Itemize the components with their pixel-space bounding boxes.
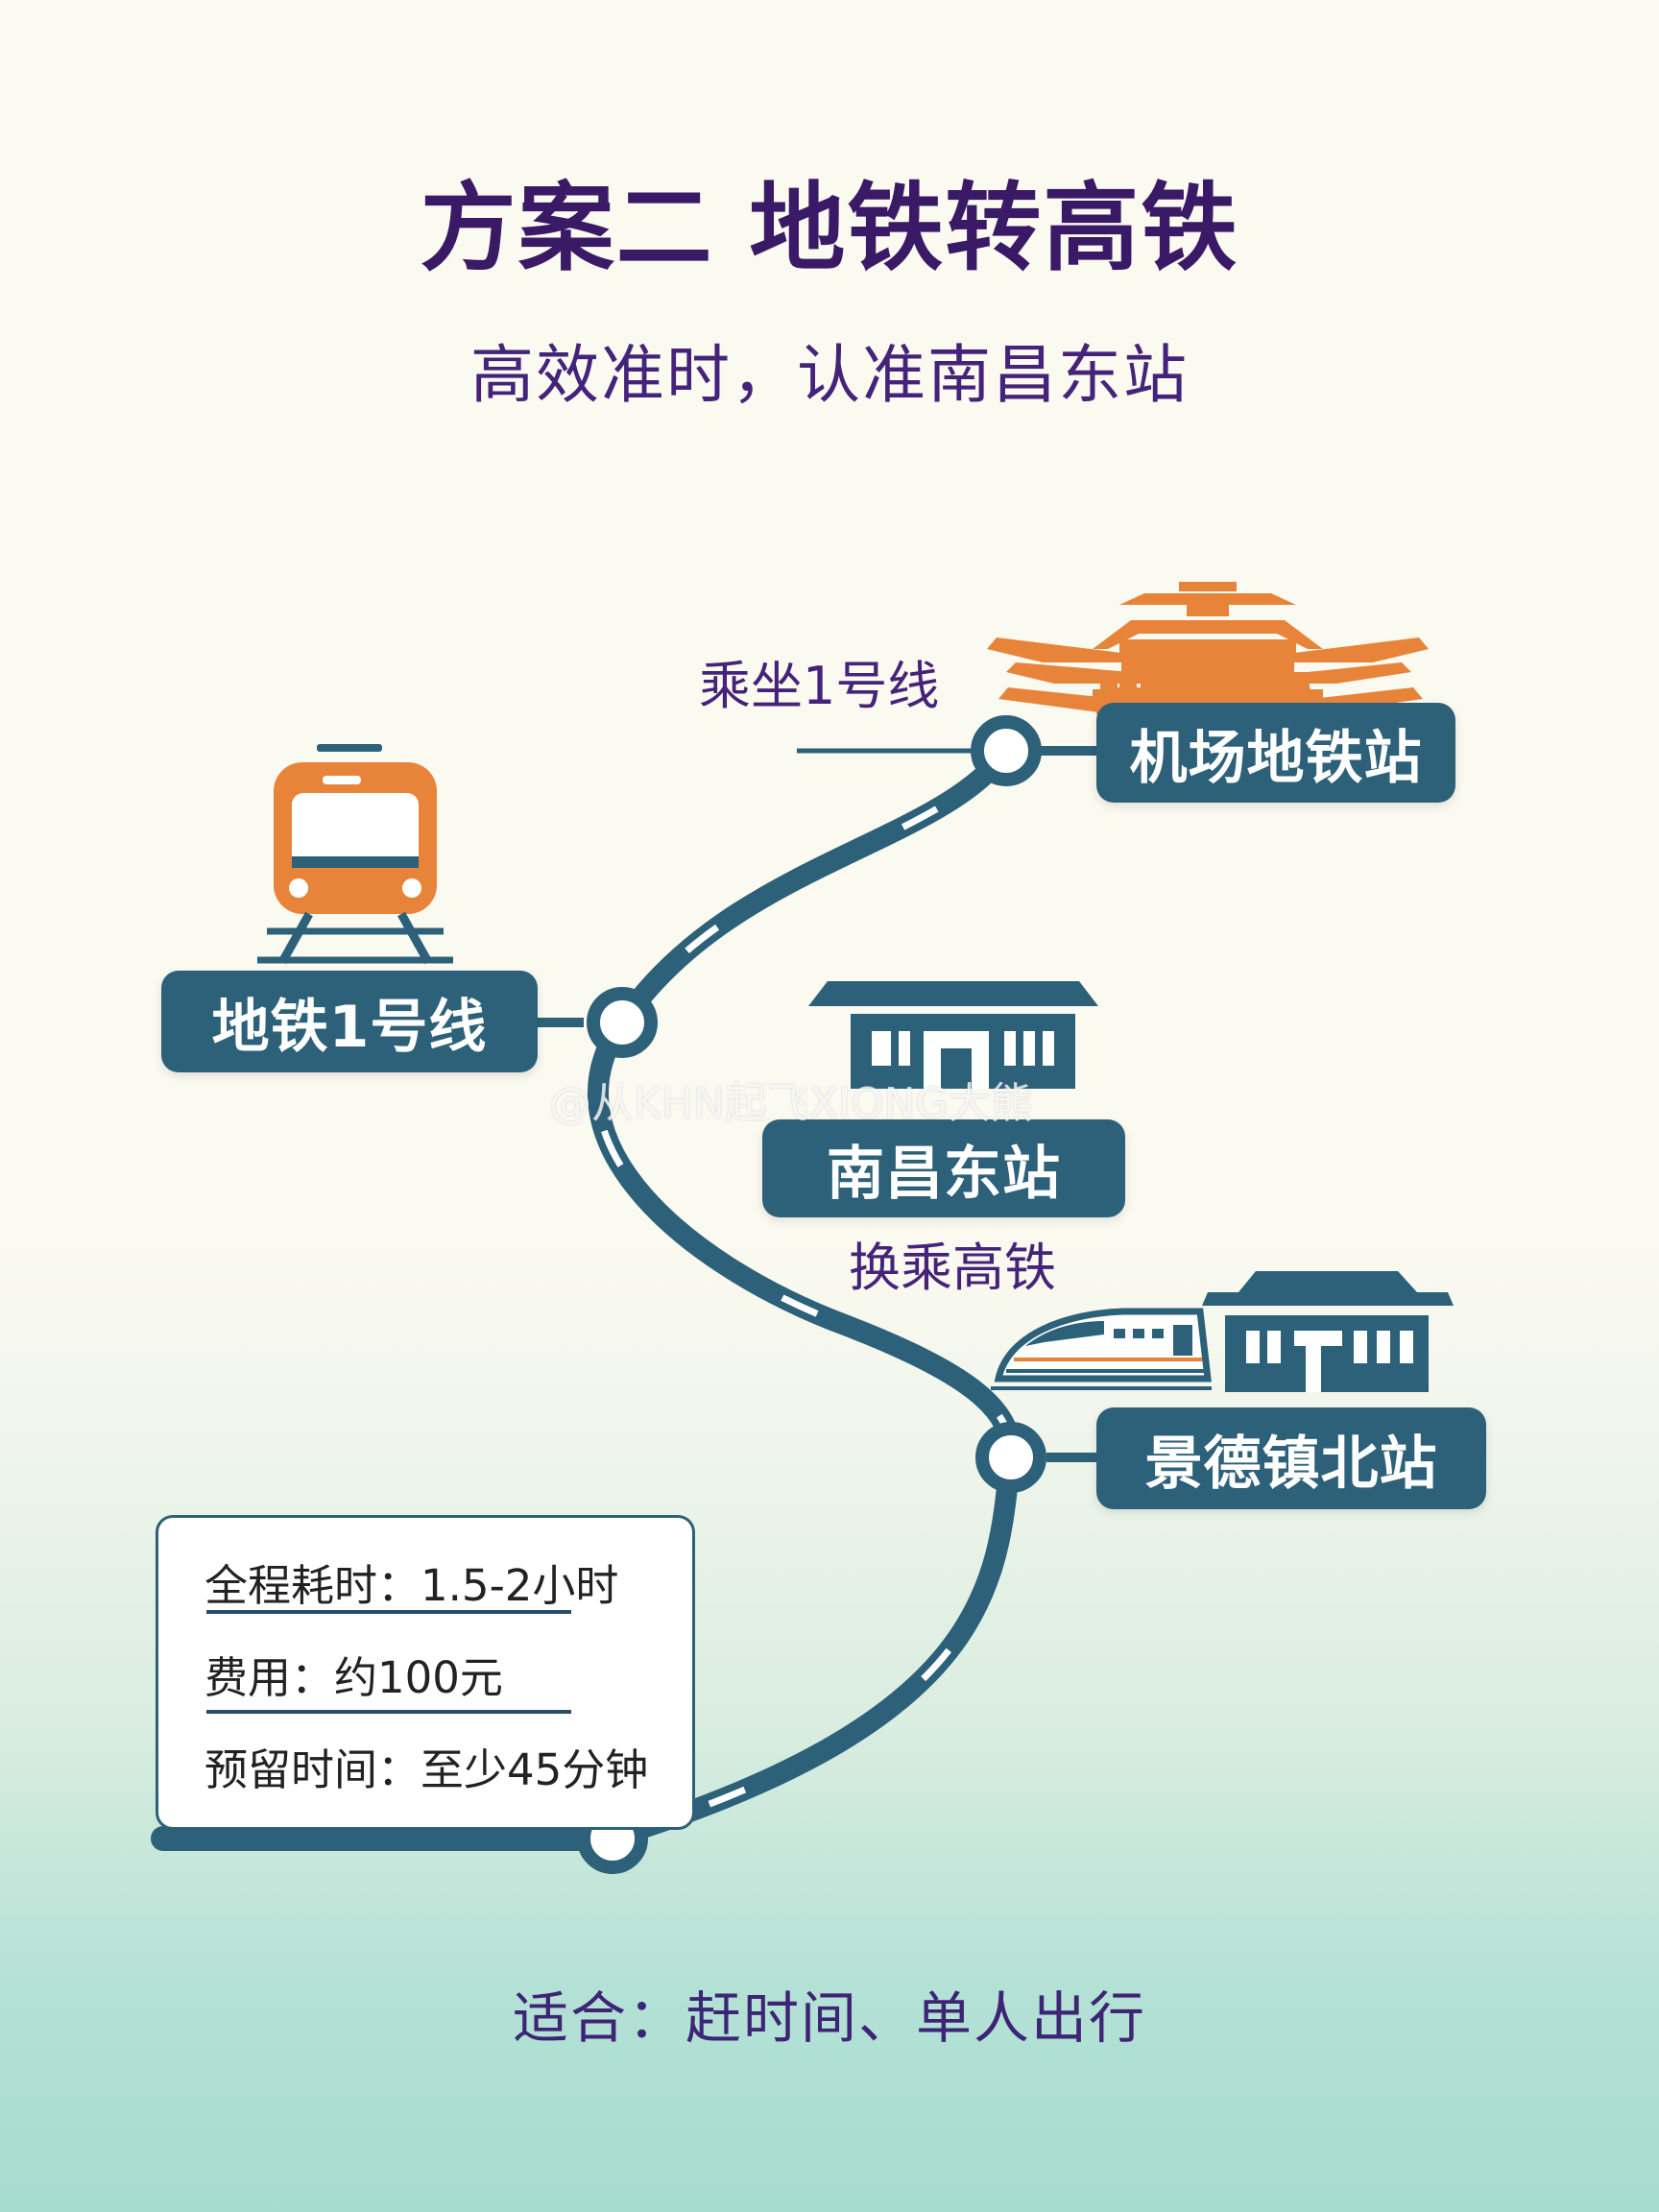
station-metro-line1: 地铁1号线 xyxy=(161,971,538,1072)
high-speed-train-icon xyxy=(991,1308,1212,1390)
page-title: 方案二 地铁转高铁 xyxy=(420,172,1239,284)
info-divider xyxy=(206,1610,571,1614)
info-buffer: 预留时间：至少45分钟 xyxy=(204,1744,649,1795)
info-cost: 费用：约100元 xyxy=(204,1652,503,1703)
ride-line-label: 乘坐1号线 xyxy=(699,656,940,716)
station-airport: 机场地铁站 xyxy=(1096,703,1455,803)
subway-train-icon xyxy=(257,744,453,965)
station-building-icon-2 xyxy=(1202,1271,1454,1392)
watermark: @从KHN起飞XIONG大熊 xyxy=(549,1079,1033,1128)
station-building-icon xyxy=(808,981,1098,1089)
airport-terminal-icon xyxy=(987,582,1429,716)
station-nanchang-east: 南昌东站 xyxy=(762,1119,1125,1217)
transfer-label: 换乘高铁 xyxy=(849,1238,1056,1298)
node-metro xyxy=(587,987,658,1058)
info-total-time: 全程耗时：1.5-2小时 xyxy=(204,1560,619,1611)
info-divider xyxy=(206,1710,571,1714)
station-jingdezhen-north: 景德镇北站 xyxy=(1096,1407,1486,1509)
node-jingdezhen xyxy=(975,1422,1046,1493)
node-airport xyxy=(971,715,1042,786)
footer-suitable-for: 适合：赶时间、单人出行 xyxy=(512,1985,1146,2051)
page-subtitle: 高效准时，认准南昌东站 xyxy=(470,338,1189,412)
info-card: 全程耗时：1.5-2小时 费用：约100元 预留时间：至少45分钟 xyxy=(156,1515,695,1830)
route-track-dashes xyxy=(594,749,1014,1839)
